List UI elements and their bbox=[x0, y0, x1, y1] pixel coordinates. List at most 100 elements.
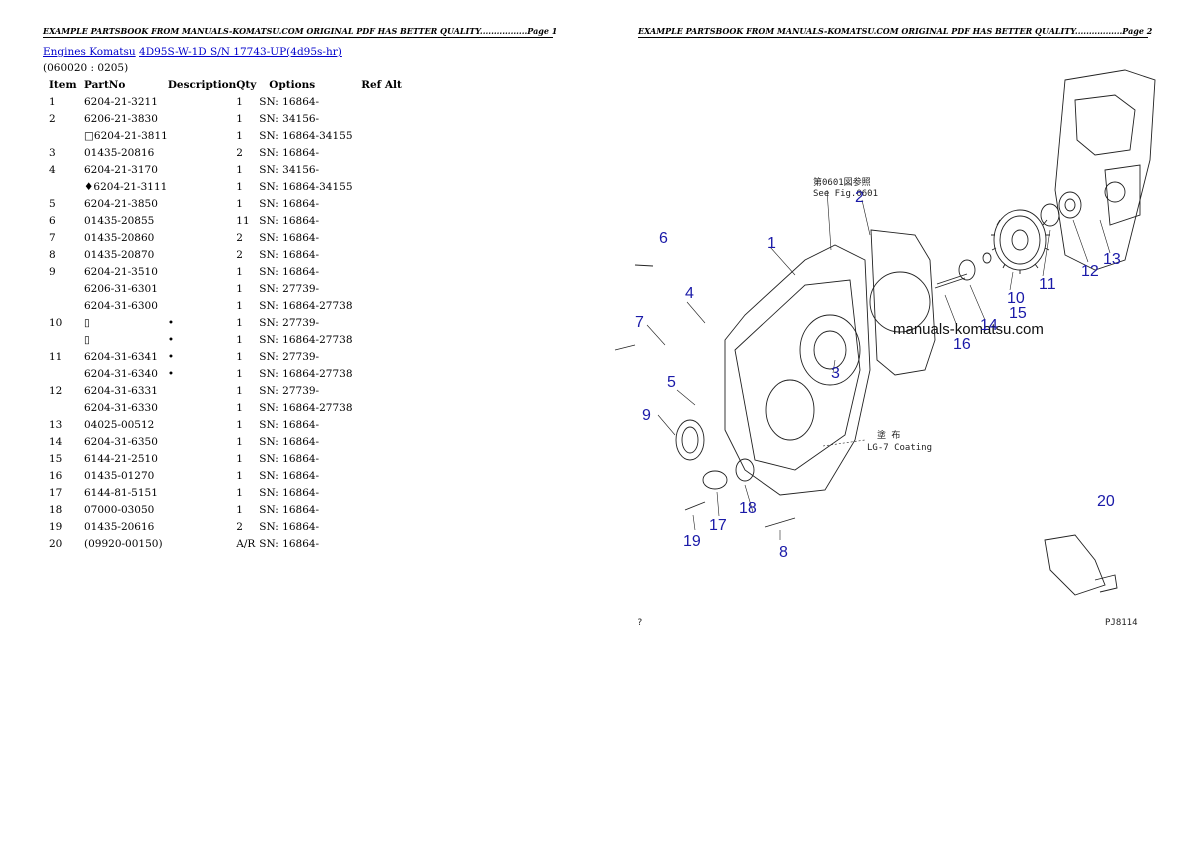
breadcrumb-link-engines[interactable]: Engines Komatsu bbox=[43, 46, 136, 58]
cell-partno: 6204-31-6350 bbox=[84, 435, 158, 448]
col-header-description: Description bbox=[167, 78, 237, 91]
cell-item: 4 bbox=[49, 163, 56, 176]
cell-description bbox=[168, 229, 236, 246]
cell-item: 19 bbox=[49, 520, 63, 533]
cell-item bbox=[43, 178, 84, 195]
cell-partno: 04025-00512 bbox=[84, 418, 155, 431]
cell-description bbox=[168, 450, 236, 467]
bolt-part-19 bbox=[684, 501, 706, 511]
coating-note-jp: 塗 布 bbox=[877, 429, 900, 441]
cell-partno: 01435-20816 bbox=[84, 146, 155, 159]
callout-10: 10 bbox=[1007, 290, 1025, 307]
col-header-refalt: Ref Alt bbox=[361, 78, 402, 91]
cell-description bbox=[168, 93, 236, 110]
cell-options: SN: 16864- bbox=[259, 486, 320, 499]
cell-description bbox=[168, 518, 236, 535]
cell-refalt bbox=[361, 399, 421, 416]
cell-options: SN: 16864- bbox=[259, 197, 320, 210]
cell-partno: 6204-21-3211 bbox=[84, 95, 158, 108]
cell-options: SN: 16864- bbox=[259, 469, 320, 482]
callout-17: 17 bbox=[709, 517, 727, 534]
cell-qty: 2 bbox=[236, 248, 243, 261]
cell-qty: 1 bbox=[236, 384, 243, 397]
cell-qty: 2 bbox=[236, 146, 243, 159]
cell-refalt bbox=[361, 314, 421, 331]
cell-qty: 1 bbox=[236, 401, 243, 414]
cell-refalt bbox=[361, 178, 421, 195]
cell-options: SN: 16864-34155 bbox=[259, 180, 353, 193]
cell-refalt bbox=[361, 365, 421, 382]
cell-qty: 1 bbox=[236, 163, 243, 176]
cell-description bbox=[168, 484, 236, 501]
bolt-part-7 bbox=[614, 344, 636, 351]
callout-7: 7 bbox=[635, 314, 644, 331]
cell-description bbox=[168, 280, 236, 297]
engine-block-bore bbox=[1104, 181, 1126, 203]
cell-description bbox=[168, 212, 236, 229]
cell-options: SN: 16864-27738 bbox=[259, 299, 353, 312]
cell-description bbox=[168, 382, 236, 399]
cell-item: 11 bbox=[49, 350, 63, 363]
cell-qty: 1 bbox=[236, 299, 243, 312]
cell-qty: 1 bbox=[236, 112, 243, 125]
cell-partno: 6204-31-6300 bbox=[84, 299, 158, 312]
cell-refalt bbox=[361, 127, 421, 144]
cell-qty: 1 bbox=[236, 350, 243, 363]
cell-partno: 01435-20870 bbox=[84, 248, 155, 261]
cell-qty: 1 bbox=[236, 469, 243, 482]
cell-qty: 1 bbox=[236, 316, 243, 329]
callout-16: 16 bbox=[953, 336, 971, 353]
cell-refalt bbox=[361, 93, 421, 110]
cell-options: SN: 16864-27738 bbox=[259, 367, 353, 380]
cell-item: 1 bbox=[49, 95, 56, 108]
table-row: 6204-31-6300 1 SN: 16864-27738 bbox=[43, 297, 421, 314]
cell-options: SN: 16864-27738 bbox=[259, 401, 353, 414]
engine-block-detail bbox=[1074, 94, 1136, 156]
callout-19: 19 bbox=[683, 533, 701, 550]
fig-ref-note-jp: 第0601図参照 bbox=[813, 176, 871, 188]
fig-ref-note-en: See Fig.0601 bbox=[813, 189, 878, 199]
cell-partno: 6204-21-3170 bbox=[84, 163, 158, 176]
callout-12: 12 bbox=[1081, 263, 1099, 280]
cell-qty: 2 bbox=[236, 231, 243, 244]
oring-part-18 bbox=[735, 458, 755, 482]
callout-9: 9 bbox=[642, 407, 651, 424]
cell-description bbox=[168, 195, 236, 212]
bushing-part-12 bbox=[1058, 191, 1082, 219]
page-header: EXAMPLE PARTSBOOK FROM MANUALS-KOMATSU.C… bbox=[638, 26, 1153, 36]
cell-description bbox=[168, 297, 236, 314]
cell-options: SN: 16864- bbox=[259, 418, 320, 431]
page-header: EXAMPLE PARTSBOOK FROM MANUALS-KOMATSU.C… bbox=[43, 26, 558, 36]
cell-qty: 11 bbox=[236, 214, 250, 227]
cell-description: • bbox=[167, 350, 175, 363]
parts-table: Item PartNo Description Qty Options Ref … bbox=[43, 76, 421, 552]
cell-description bbox=[168, 535, 236, 552]
callout-15: 15 bbox=[1009, 305, 1027, 322]
cell-item bbox=[43, 399, 84, 416]
cell-options: SN: 16864-34155 bbox=[259, 129, 353, 142]
cell-refalt bbox=[361, 535, 421, 552]
callout-1: 1 bbox=[767, 235, 776, 252]
cell-qty: A/R bbox=[236, 537, 256, 550]
cell-description bbox=[168, 127, 236, 144]
breadcrumb-link-model[interactable]: 4D95S-W-1D S/N 17743-UP(4d95s-hr) bbox=[139, 46, 342, 58]
cell-refalt bbox=[361, 161, 421, 178]
callout-11: 11 bbox=[1039, 276, 1056, 293]
cell-options: SN: 27739- bbox=[259, 282, 320, 295]
corner-mark: ? bbox=[637, 618, 642, 628]
cell-options: SN: 16864- bbox=[259, 520, 320, 533]
cell-refalt bbox=[361, 467, 421, 484]
cell-options: SN: 16864-27738 bbox=[259, 333, 353, 346]
oring-part-14 bbox=[982, 252, 992, 264]
cell-partno: ▯ bbox=[84, 333, 90, 346]
cell-item: 7 bbox=[49, 231, 56, 244]
